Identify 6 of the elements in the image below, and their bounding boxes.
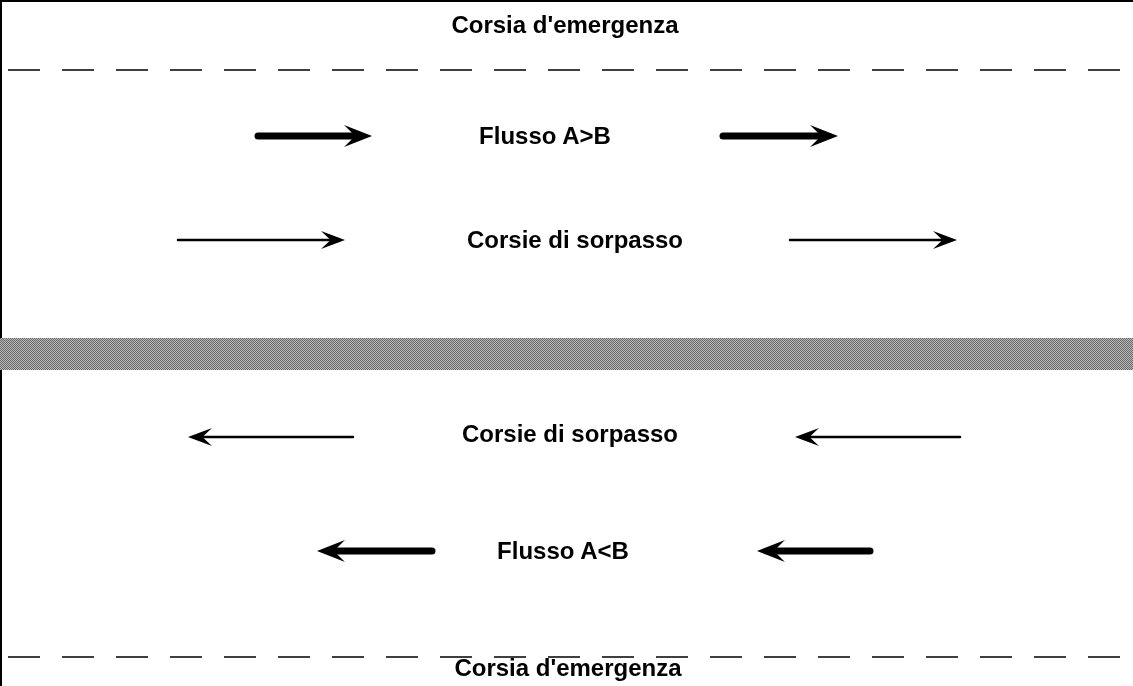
flow-label: Flusso A>B	[479, 122, 611, 150]
lane-label: Corsie di sorpasso	[461, 420, 679, 448]
lane-label: Corsie di sorpasso	[466, 226, 684, 254]
lane-label: Corsia d'emergenza	[451, 11, 679, 39]
lane-label: Corsia d'emergenza	[454, 654, 682, 682]
flow-label: Flusso A<B	[497, 537, 629, 565]
